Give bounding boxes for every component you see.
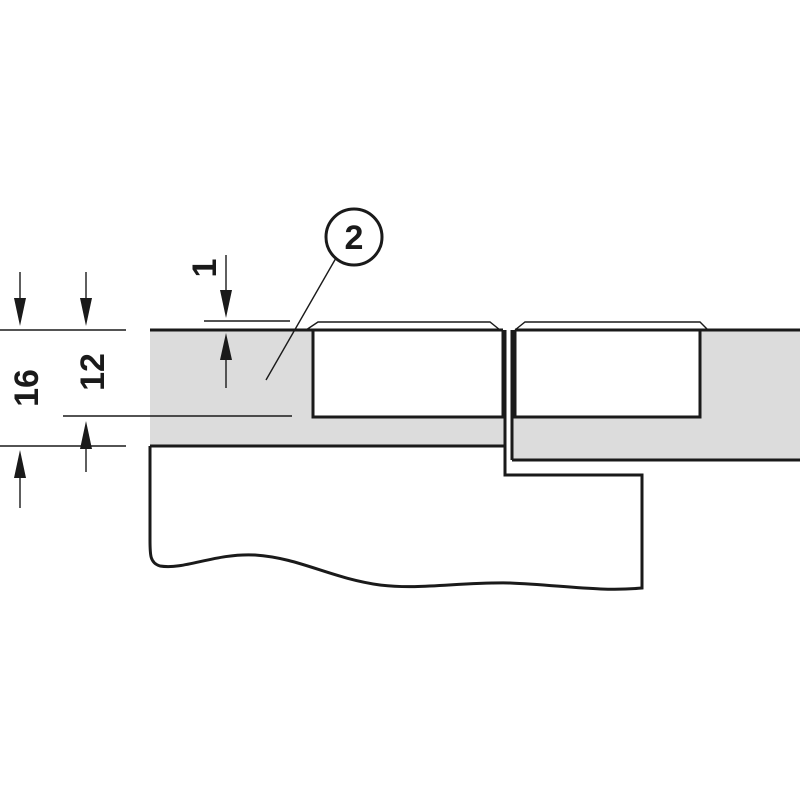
dimension-16-arrows [14,272,26,508]
left-panel-outline [150,328,505,448]
left-hinge-cup [305,321,505,419]
dimension-12-label: 12 [74,353,112,391]
dimension-16-label: 16 [8,369,46,407]
extension-lines [0,320,292,447]
callout-2: 2 [324,207,384,267]
dimension-12-arrows [80,272,92,472]
left-recess [313,330,503,417]
carcass-section [148,330,644,591]
callout-label: 2 [345,219,364,257]
right-panel-outline [510,328,800,462]
dimension-1-label: 1 [186,259,224,278]
right-hinge-cup [513,321,709,419]
right-recess [515,330,700,417]
dimension-1-arrows [220,255,232,388]
callout-leader [265,257,337,381]
